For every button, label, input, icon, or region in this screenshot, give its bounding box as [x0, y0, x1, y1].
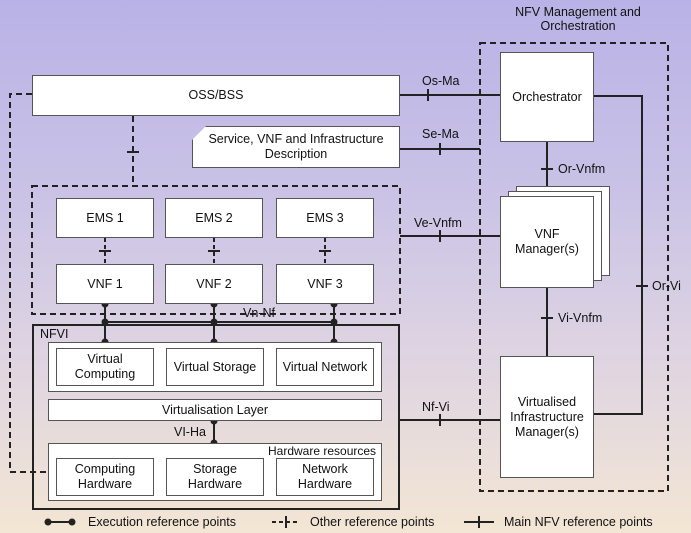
nf-vi-label: Nf-Vi — [422, 400, 450, 414]
vnf-3-box: VNF 3 — [276, 264, 374, 304]
virtual-computing-box: Virtual Computing — [56, 348, 154, 386]
vnf-1-box: VNF 1 — [56, 264, 154, 304]
vnf-manager-box: VNF Manager(s) — [500, 196, 594, 288]
ems-1-box: EMS 1 — [56, 198, 154, 238]
or-vnfm-label: Or-Vnfm — [558, 162, 606, 176]
network-hardware-box: Network Hardware — [276, 458, 374, 496]
vnf-2-box: VNF 2 — [165, 264, 263, 304]
virtualisation-layer-box: Virtualisation Layer — [48, 399, 382, 421]
legend-main-label: Main NFV reference points — [504, 515, 653, 529]
ve-vnfm-label: Ve-Vnfm — [414, 216, 462, 230]
vim-box: Virtualised Infrastructure Manager(s) — [500, 356, 594, 478]
vn-nf-label: Vn-Nf — [243, 306, 275, 320]
os-ma-label: Os-Ma — [422, 74, 460, 88]
or-vi-label: Or-Vi — [652, 279, 681, 293]
virtual-storage-box: Virtual Storage — [166, 348, 264, 386]
vnf-ems-boundary — [31, 185, 401, 315]
nfvi-label: NFVI — [40, 327, 69, 341]
nfv-mano-title: NFV Management and Orchestration — [515, 5, 641, 33]
vi-vnfm-label: Vi-Vnfm — [558, 311, 603, 325]
hardware-resources-title: Hardware resources — [268, 444, 377, 458]
mano-boundary — [479, 42, 669, 492]
legend-other-label: Other reference points — [310, 515, 435, 529]
oss-bss-box: OSS/BSS — [32, 75, 400, 116]
legend-execution-label: Execution reference points — [88, 515, 237, 529]
storage-hardware-box: Storage Hardware — [166, 458, 264, 496]
vi-ha-label: VI-Ha — [174, 425, 206, 439]
virtual-network-box: Virtual Network — [276, 348, 374, 386]
service-description-box: Service, VNF and Infrastructure Descript… — [192, 126, 400, 168]
se-ma-label: Se-Ma — [422, 127, 459, 141]
nfvi-container — [32, 324, 400, 510]
orchestrator-box: Orchestrator — [500, 52, 594, 142]
ems-2-box: EMS 2 — [165, 198, 263, 238]
computing-hardware-box: Computing Hardware — [56, 458, 154, 496]
or-vi-line — [594, 95, 643, 415]
oss-hardware-dashed-link — [9, 93, 48, 473]
ems-3-box: EMS 3 — [276, 198, 374, 238]
